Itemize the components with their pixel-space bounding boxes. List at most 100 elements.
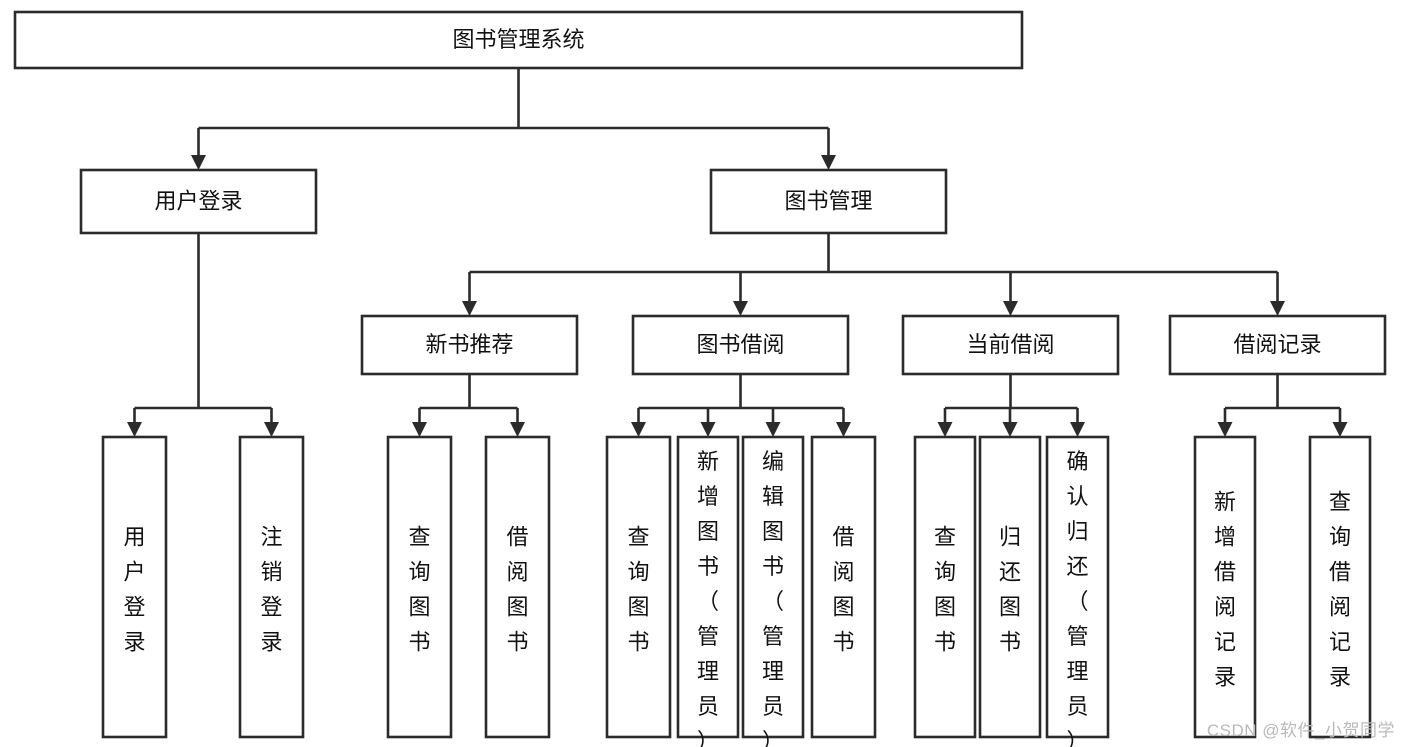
node-label: 借阅记录 — [1233, 332, 1321, 357]
node-label-char: 书 — [627, 629, 649, 654]
node-label-char: ） — [1066, 729, 1088, 747]
node-label-char: 编 — [762, 449, 784, 474]
edge-user-login-to-n-leaf-user-logout-arrowhead — [264, 422, 279, 437]
node-n-book-borrow[interactable]: 图书借阅 — [631, 314, 850, 376]
node-label-char: 还 — [999, 559, 1021, 584]
node-n-user-login[interactable]: 用户登录 — [79, 168, 318, 235]
node-n-book-manage[interactable]: 图书管理 — [709, 168, 948, 235]
node-label-char: 记 — [1329, 629, 1351, 654]
node-label-char: 图 — [999, 594, 1021, 619]
edge-book-manage-to-n-current-borrow-arrowhead — [1003, 301, 1018, 316]
node-label-char: 询 — [627, 559, 649, 584]
edge-root-to-user-login-arrowhead — [191, 155, 206, 170]
edge-new-book-rec-to-n-leaf-query-book-1-arrowhead — [412, 422, 427, 437]
node-label-char: 理 — [697, 659, 719, 684]
edge-book-borrow-to-n-leaf-borrow-book-2-arrowhead — [836, 422, 851, 437]
node-n-new-book-rec[interactable]: 新书推荐 — [360, 314, 579, 376]
edge-root-to-book-manage-arrowhead — [821, 155, 836, 170]
edge-user-login-to-n-leaf-user-login-arrowhead — [127, 422, 142, 437]
node-layer: 图书管理系统用户登录图书管理新书推荐图书借阅当前借阅借阅记录用户登录注销登录查询… — [13, 10, 1387, 747]
node-label-char: 理 — [1066, 659, 1088, 684]
node-label-char: 确 — [1066, 449, 1088, 474]
node-n-current-borrow[interactable]: 当前借阅 — [901, 314, 1120, 376]
node-label-char: 阅 — [832, 559, 854, 584]
node-label-char: （ — [762, 589, 784, 614]
node-label-char: 询 — [934, 559, 956, 584]
node-n-borrow-record[interactable]: 借阅记录 — [1168, 314, 1387, 376]
node-label-char: 图 — [832, 594, 854, 619]
node-label-char: 查 — [408, 524, 430, 549]
node-box — [360, 314, 579, 376]
node-label-char: 查 — [627, 524, 649, 549]
node-label-char: （ — [1066, 589, 1088, 614]
node-box — [484, 435, 551, 739]
node-label-char: 图 — [506, 594, 528, 619]
node-box — [978, 435, 1042, 739]
node-box — [709, 168, 948, 235]
node-label-char: 增 — [1214, 524, 1236, 549]
node-box — [901, 314, 1120, 376]
node-label-char: 销 — [260, 559, 282, 584]
node-n-leaf-user-login[interactable]: 用户登录 — [101, 435, 168, 739]
node-label-char: 员 — [697, 694, 719, 719]
edge-book-manage-to-n-new-book-rec-arrowhead — [462, 301, 477, 316]
node-label-char: 借 — [1214, 559, 1236, 584]
node-label-char: 归 — [999, 524, 1021, 549]
edge-current-borrow-to-n-leaf-return-book-arrowhead — [1002, 422, 1018, 437]
node-label-char: 书 — [832, 629, 854, 654]
edge-book-manage-to-n-book-borrow-arrowhead — [733, 301, 748, 316]
node-box — [810, 435, 877, 739]
node-label: 用户登录 — [154, 188, 242, 213]
node-label-char: 查 — [934, 524, 956, 549]
node-label-char: 用 — [123, 524, 145, 549]
node-label-char: 注 — [260, 524, 282, 549]
node-label-char: 查 — [1329, 489, 1351, 514]
node-label-char: ） — [762, 729, 784, 747]
node-box — [605, 435, 672, 739]
node-label-char: 新 — [1214, 489, 1236, 514]
node-box — [1308, 435, 1372, 739]
node-label-char: 管 — [762, 624, 784, 649]
node-label-char: 书 — [999, 629, 1021, 654]
node-label-char: 登 — [260, 594, 282, 619]
edge-book-borrow-to-n-leaf-add-book-arrowhead — [700, 422, 716, 437]
node-label-char: 录 — [1329, 664, 1351, 689]
node-label-char: 书 — [697, 554, 719, 579]
node-box — [1193, 435, 1257, 739]
node-label-char: 图 — [697, 519, 719, 544]
node-label-char: 图 — [627, 594, 649, 619]
node-root-system[interactable]: 图书管理系统 — [13, 10, 1024, 70]
node-label: 图书借阅 — [696, 332, 784, 357]
root-label: 图书管理系统 — [452, 27, 584, 52]
node-label-char: 增 — [697, 484, 719, 509]
edge-current-borrow-to-n-leaf-query-book-3-arrowhead — [937, 422, 953, 437]
node-label-char: ） — [697, 729, 719, 747]
node-label-char: 询 — [1329, 524, 1351, 549]
node-label-char: 员 — [762, 694, 784, 719]
node-label-char: 管 — [1066, 624, 1088, 649]
node-label-char: 新 — [697, 449, 719, 474]
edge-book-manage-to-n-borrow-record-arrowhead — [1270, 301, 1285, 316]
edge-current-borrow-to-n-leaf-confirm-return-arrowhead — [1070, 422, 1085, 437]
edge-new-book-rec-to-n-leaf-borrow-book-1-arrowhead — [510, 422, 525, 437]
node-label: 当前借阅 — [966, 332, 1054, 357]
node-label-char: 户 — [123, 559, 145, 584]
edge-borrow-record-to-n-leaf-add-record-arrowhead — [1217, 422, 1233, 437]
node-label-char: 借 — [832, 524, 854, 549]
node-label-char: 归 — [1066, 519, 1088, 544]
node-box — [676, 435, 740, 739]
node-label-char: 还 — [1066, 554, 1088, 579]
